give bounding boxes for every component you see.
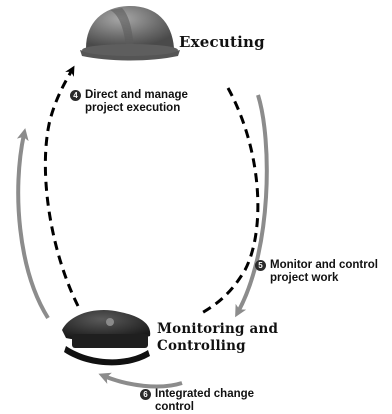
step-label: Integrated change control: [155, 388, 255, 413]
monitoring-title-line: Monitoring and: [157, 321, 279, 337]
executing-title: Executing: [179, 33, 265, 51]
step-integrated-change-control: 6 Integrated change control: [140, 388, 270, 414]
step-monitor-control-work: 5 Monitor and control project work: [255, 259, 391, 285]
hard-hat-icon: [80, 6, 180, 61]
solid-arrow-right: [235, 94, 269, 318]
police-cap-icon: [62, 310, 151, 366]
solid-arrow-left: [16, 128, 50, 320]
solid-arrow-bottom: [98, 372, 183, 389]
step-direct-manage-execution: 4 Direct and manage project execution: [70, 89, 230, 115]
step-number-badge: 4: [70, 90, 81, 101]
step-label: Direct and manage project execution: [85, 89, 188, 114]
dashed-arrow-right: [199, 87, 260, 316]
dashed-arrow-left: [43, 65, 80, 307]
step-number-badge: 5: [255, 260, 266, 271]
monitoring-controlling-title: Monitoring and Controlling: [157, 321, 278, 355]
controlling-title-line: Controlling: [157, 338, 246, 354]
step-number-badge: 6: [140, 389, 151, 400]
step-label: Monitor and control project work: [270, 259, 378, 284]
